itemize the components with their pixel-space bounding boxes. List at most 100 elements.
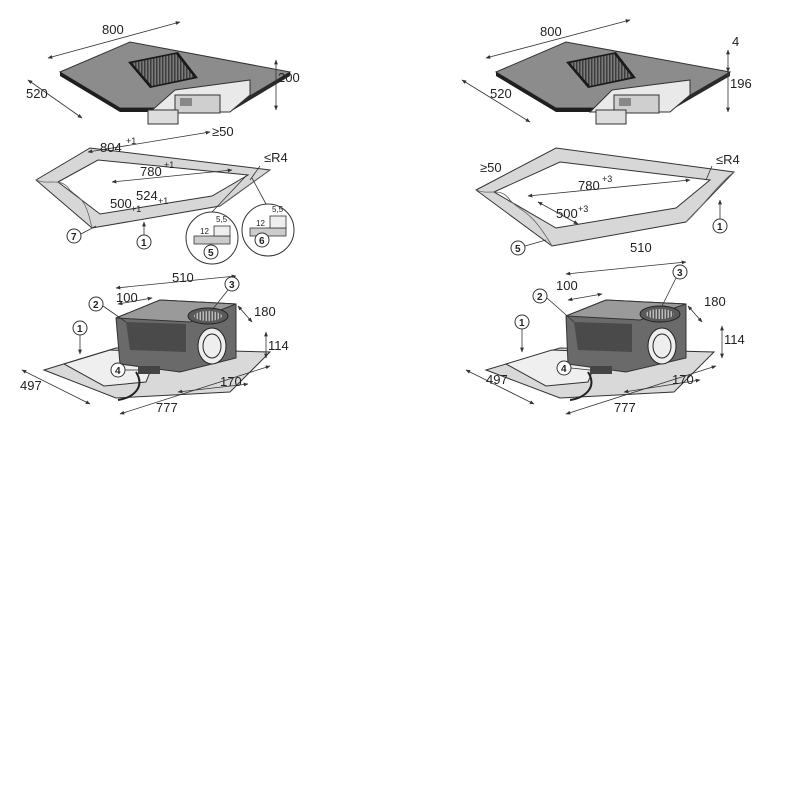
left-callout-3: 3: [229, 280, 235, 291]
left-unit-outlet-inner: [202, 333, 222, 359]
right-unit-connector: [590, 366, 612, 374]
left-detail-6-leader: [251, 177, 267, 205]
right-callout-5-badge: [510, 240, 526, 256]
left-hob: [58, 41, 292, 125]
left-callout-5-badge: [203, 244, 219, 260]
left-dim-520-line: [27, 79, 83, 119]
right-unit-filter-panel: [574, 322, 632, 352]
left-hob-vent-grill: [132, 54, 194, 86]
left-callout-1: 1: [141, 238, 147, 249]
right-frame: [475, 147, 736, 247]
left-dim-114: 114: [268, 338, 289, 353]
right-frame-break-edge-right: [685, 171, 735, 223]
right-dim-497-line: [465, 369, 535, 405]
left-callout-6: 6: [259, 236, 265, 247]
right-dim-500-tol: +3: [578, 204, 588, 214]
left-detail-6-w: 12: [256, 219, 265, 228]
left-dim-500-tol: +1: [131, 204, 141, 214]
left-dim-780-line: [111, 168, 233, 184]
right-callout-5-leader: [524, 239, 547, 247]
left-detail-6-section: [249, 227, 287, 237]
left-callout-6-badge: [254, 232, 270, 248]
left-unit-filter-panel: [126, 322, 186, 352]
left-dim-180-line: [237, 305, 253, 323]
left-dim-180: 180: [254, 304, 276, 319]
right-variant: 800 520 4 196 ≥50 ≤R4 780 +3 500 +3 5 1: [461, 19, 752, 415]
left-dim-524-tol: +1: [158, 196, 168, 206]
right-callout-2-badge: [532, 288, 548, 304]
right-callout-3-leader: [661, 277, 677, 307]
right-callout-2-leader: [546, 297, 575, 323]
left-frame-break-edge-right: [219, 169, 271, 207]
right-callout-3-badge: [672, 264, 688, 280]
left-callout-1b: 1: [77, 324, 83, 335]
right-dim-196: 196: [730, 76, 752, 91]
right-hob-edge-side: [668, 72, 730, 112]
left-hob-lower-bracket: [147, 109, 179, 125]
right-hob: [494, 41, 732, 125]
left-dim-radius: ≤R4: [264, 150, 288, 165]
left-dim-497: 497: [20, 378, 42, 393]
right-callout-1: 1: [717, 222, 723, 233]
left-dim-524: 524: [136, 188, 158, 203]
right-dim-520: 520: [490, 86, 512, 101]
right-dim-800-line: [485, 19, 631, 59]
right-dim-520-line: [461, 79, 531, 123]
left-callout-3-badge: [224, 276, 240, 292]
right-hob-lower-bracket: [595, 109, 627, 125]
left-dim-800: 800: [102, 22, 124, 37]
left-callout-2-leader: [102, 305, 127, 323]
right-unit-housing-top: [565, 299, 687, 321]
left-dim-777: 777: [156, 400, 178, 415]
right-dim-180-line: [687, 305, 703, 323]
right-dim-100-line: [567, 292, 603, 302]
right-dim-800: 800: [540, 24, 562, 39]
left-unit-outlet: [197, 327, 227, 365]
right-dim-510-line: [565, 260, 687, 276]
left-callout-4: 4: [115, 366, 121, 377]
left-detail-5: 12 5,5 5: [185, 175, 247, 265]
left-detail-5-w: 12: [200, 227, 209, 236]
right-dim-rim: ≥50: [480, 160, 502, 175]
left-callout-5: 5: [208, 248, 214, 259]
left-callout-2: 2: [93, 300, 99, 311]
right-dim-777: 777: [614, 400, 636, 415]
left-dim-780: 780: [140, 164, 162, 179]
right-callout-5: 5: [515, 244, 521, 255]
right-callout-2: 2: [537, 292, 543, 303]
right-callout-3: 3: [677, 268, 683, 279]
right-hob-connector: [619, 98, 631, 106]
left-dim-777-line: [119, 365, 271, 415]
right-frame-break-edge: [475, 189, 553, 247]
right-dim-780: 780: [578, 178, 600, 193]
right-dim-radius: ≤R4: [716, 152, 740, 167]
right-dim-780-tol: +3: [602, 174, 612, 184]
left-dim-800-line: [47, 21, 181, 59]
right-dim-500: 500: [556, 206, 578, 221]
left-dim-100-line: [117, 296, 153, 306]
left-dim-497-line: [21, 369, 91, 405]
right-dim-497: 497: [486, 372, 508, 387]
left-dim-780-tol: +1: [164, 160, 174, 170]
right-dim-780-line: [527, 178, 691, 198]
left-callout-2-badge: [88, 296, 104, 312]
left-unit-fan-grill: [194, 311, 222, 321]
right-unit-outlet-inner: [652, 333, 672, 359]
left-variant: 800 520 200 804 +1 ≥50 780 +1 ≤R4 524 +1…: [20, 21, 300, 415]
left-detail-5-leader: [211, 175, 247, 213]
right-dim-180: 180: [704, 294, 726, 309]
left-dim-510-line: [115, 274, 237, 290]
left-detail-5-step: [213, 225, 231, 237]
right-dim-100: 100: [556, 278, 578, 293]
left-callout-7-leader: [80, 225, 97, 235]
left-dim-510: 510: [172, 270, 194, 285]
left-dim-804-line: [87, 130, 211, 154]
right-dim-510: 510: [630, 240, 652, 255]
left-dim-804-tol: +1: [126, 136, 136, 146]
left-dim-500: 500: [110, 196, 132, 211]
left-dim-520: 520: [26, 86, 48, 101]
right-radius-leader: [705, 165, 713, 181]
right-dim-500-line: [537, 201, 579, 225]
left-callout-7-badge: [66, 228, 82, 244]
